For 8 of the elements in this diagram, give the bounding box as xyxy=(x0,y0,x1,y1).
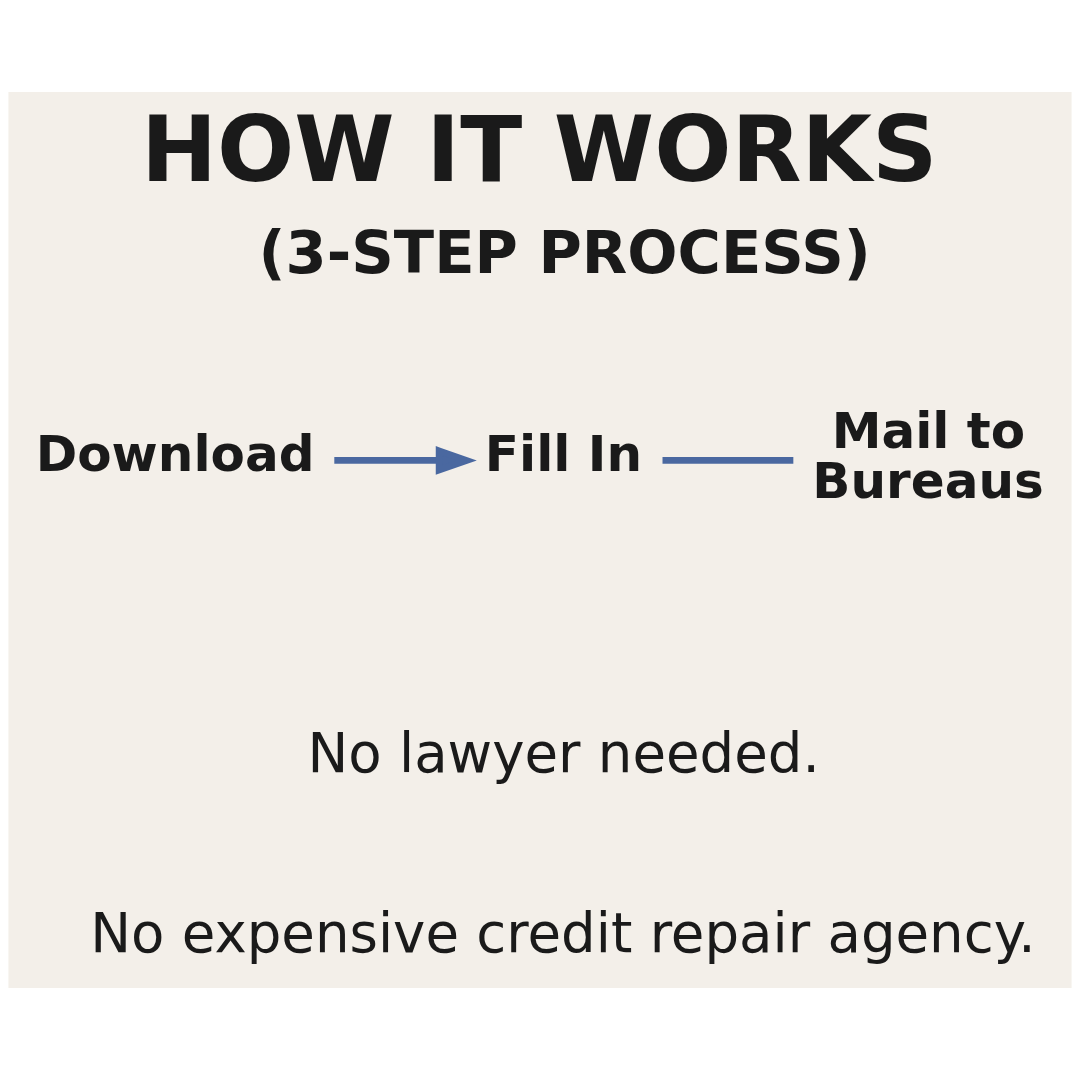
diagram-title: HOW IT WORKS xyxy=(140,96,938,202)
node-text: Fill In xyxy=(484,424,643,483)
node-text: Mail to Bureaus xyxy=(812,402,1044,511)
connector xyxy=(662,457,794,464)
label: (3-STEP PROCESS) xyxy=(258,218,871,288)
node-text: Download xyxy=(35,424,315,483)
label: No lawyer needed. xyxy=(307,721,820,786)
label: No expensive credit repair agency. xyxy=(90,901,1036,966)
